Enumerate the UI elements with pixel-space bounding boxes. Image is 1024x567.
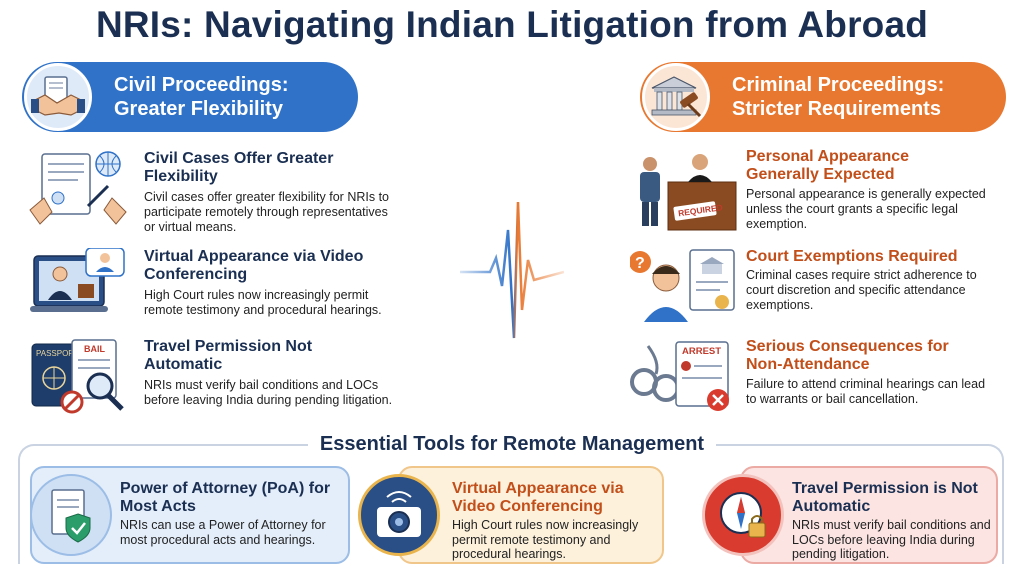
civil-item-travel: PASSPORT BAIL Travel Permission Not Auto… — [28, 338, 408, 418]
civil-item-heading: Travel Permission Not Automatic — [144, 338, 313, 373]
civil-heading-line2: Greater Flexibility — [114, 98, 283, 120]
passport-bail-icon: PASSPORT BAIL — [28, 338, 128, 418]
tool-card-text: High Court rules now increasingly permit… — [452, 518, 639, 561]
compass-lock-icon — [702, 474, 784, 556]
tool-card-text: NRIs can use a Power of Attorney for mos… — [120, 518, 326, 547]
criminal-section-header: Criminal Proceedings: Stricter Requireme… — [640, 62, 1006, 132]
civil-item-text: NRIs must verify bail conditions and LOC… — [144, 378, 393, 407]
bail-label: BAIL — [84, 344, 105, 354]
svg-text:?: ? — [635, 255, 645, 272]
tools-title-text: Essential Tools for Remote Management — [307, 433, 717, 455]
passport-label: PASSPORT — [36, 349, 79, 358]
tool-card-heading: Virtual Appearance via Video Conferencin… — [452, 480, 624, 515]
arrest-label: ARREST — [682, 346, 721, 357]
civil-heading-line1: Civil Proceedings: — [114, 74, 289, 96]
criminal-item-exemptions: ? Court Exemptions Required Criminal cas… — [629, 248, 1010, 328]
page-title: NRIs: Navigating Indian Litigation from … — [95, 4, 929, 45]
tool-card-text: NRIs must verify bail conditions and LOC… — [792, 518, 991, 561]
civil-item-flexibility: Civil Cases Offer Greater Flexibility Ci… — [28, 150, 408, 235]
camera-icon — [358, 474, 440, 556]
tool-card-heading: Power of Attorney (PoA) for Most Acts — [120, 480, 331, 515]
tool-card-virtual: Virtual Appearance via Video Conferencin… — [358, 466, 664, 564]
criminal-item-heading: Personal Appearance Generally Expected — [746, 148, 910, 183]
heartbeat-wave-icon — [460, 201, 564, 339]
criminal-heading-line1: Criminal Proceedings: — [732, 74, 945, 96]
courtroom-judge-icon: REQUIRED — [630, 148, 737, 231]
civil-item-text: Civil cases offer greater flexibility fo… — [144, 190, 389, 234]
tool-card-poa: Power of Attorney (PoA) for Most Acts NR… — [30, 466, 350, 564]
tool-card-travel: Travel Permission is Not Automatic NRIs … — [702, 466, 998, 564]
tool-card-heading: Travel Permission is Not Automatic — [792, 480, 978, 515]
criminal-item-text: Failure to attend criminal hearings can … — [746, 377, 986, 406]
criminal-item-heading: Serious Consequences for Non-Attendance — [746, 338, 949, 373]
criminal-item-heading: Court Exemptions Required — [746, 248, 958, 265]
civil-section-header: Civil Proceedings: Greater Flexibility — [22, 62, 358, 132]
courthouse-gavel-icon — [642, 63, 710, 131]
document-signing-icon — [28, 150, 128, 230]
question-person-icon: ? — [629, 248, 735, 328]
video-call-icon — [28, 247, 128, 328]
criminal-item-consequences: ARREST Serious Consequences for Non-Atte… — [630, 338, 1010, 418]
civil-item-virtual: Virtual Appearance via Video Conferencin… — [28, 247, 408, 323]
tools-section-title: Essential Tools for Remote Management — [0, 433, 1024, 456]
poa-shield-icon — [30, 474, 112, 556]
civil-item-heading: Virtual Appearance via Video Conferencin… — [144, 248, 364, 283]
civil-item-text: High Court rules now increasingly permit… — [144, 288, 382, 317]
civil-item-heading: Civil Cases Offer Greater Flexibility — [144, 150, 334, 185]
criminal-item-appearance: REQUIRED Personal Appearance Generally E… — [630, 148, 1010, 236]
criminal-item-text: Personal appearance is generally expecte… — [746, 187, 986, 231]
criminal-heading-line2: Stricter Requirements — [732, 98, 941, 120]
handshake-icon — [24, 63, 92, 131]
handcuffs-arrest-icon: ARREST — [630, 338, 730, 418]
criminal-item-text: Criminal cases require strict adherence … — [746, 268, 977, 312]
